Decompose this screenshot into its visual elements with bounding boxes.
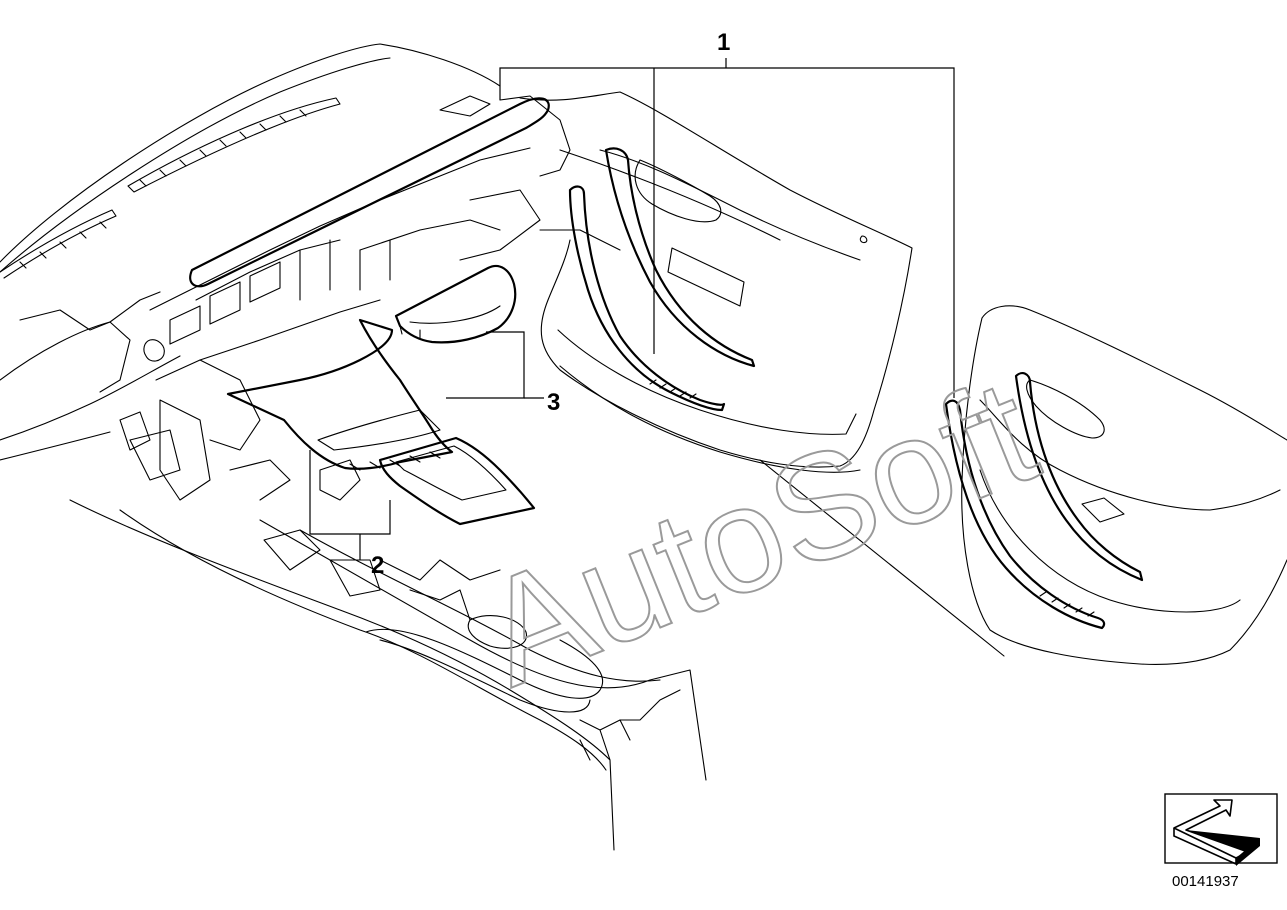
diagram-number: 00141937 [1172, 873, 1239, 890]
dash-trim-strip [189, 97, 550, 288]
baseline-line [759, 459, 1005, 657]
shifter-surround-trim [378, 436, 536, 526]
dashboard-panel [0, 43, 571, 501]
console-trim-upper [226, 318, 454, 471]
front-door-panel [519, 91, 913, 473]
baseline-line [559, 149, 781, 241]
callout-1: 1 [717, 29, 730, 56]
center-console [69, 459, 707, 851]
glovebox-trim [394, 264, 517, 344]
rear-door-trim [944, 372, 1144, 630]
leader-lines [309, 58, 955, 560]
front-door-trim [568, 147, 756, 412]
rear-door-panel [961, 305, 1287, 665]
callout-3: 3 [547, 389, 560, 416]
callout-2: 2 [371, 552, 384, 579]
orientation-arrow-icon [1164, 793, 1278, 866]
